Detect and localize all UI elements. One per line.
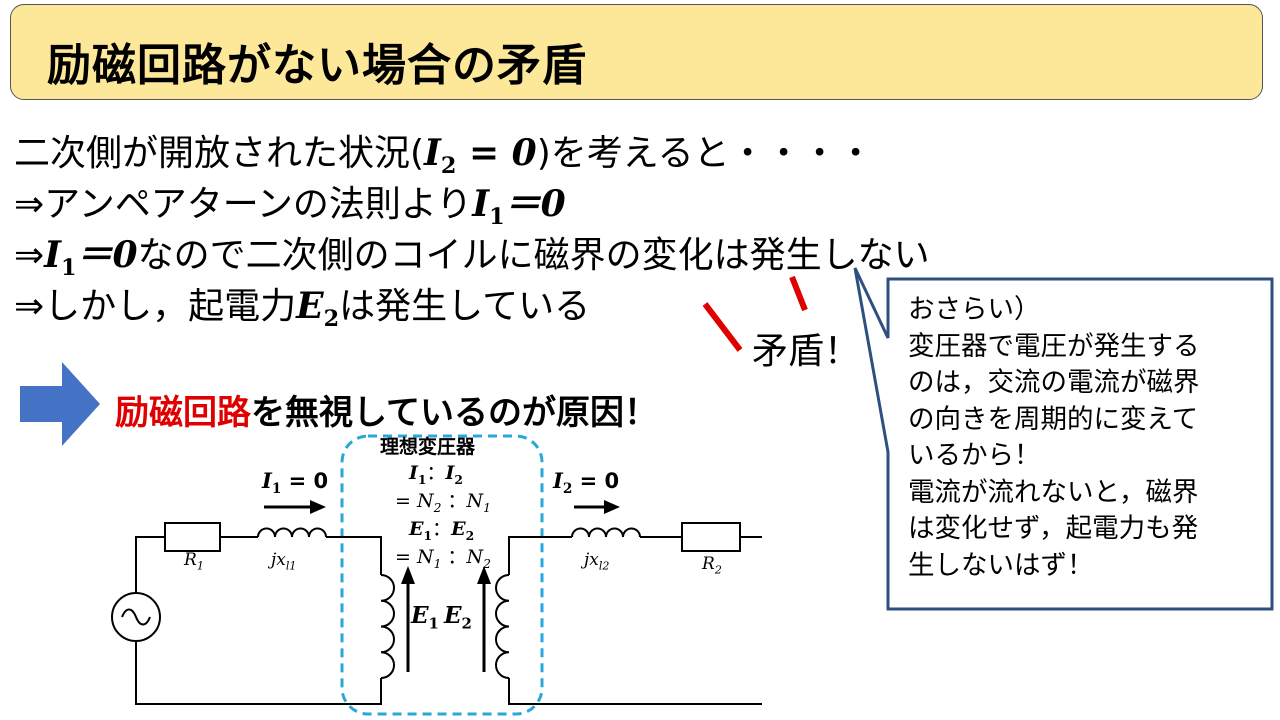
- contradiction-label: 矛盾！: [752, 331, 861, 372]
- line3-arrow: ⇒: [14, 235, 45, 276]
- line1-math: I2 = 0: [424, 132, 537, 180]
- text-line-3: ⇒I1＝0なので二次側のコイルに磁界の変化は発生しない: [14, 226, 930, 281]
- callout-line: 変圧器で電圧が発生する: [908, 330, 1200, 362]
- leakage-reactance-1-label: jxl1: [271, 550, 297, 573]
- line3-math: I1＝0: [44, 234, 138, 282]
- blue-arrow-icon: [20, 362, 100, 446]
- line1-pre: 二次側が開放された状況(: [14, 133, 425, 174]
- emf-arrowhead-e2: [477, 566, 491, 584]
- secondary-circuit: [508, 527, 762, 705]
- line3-post: なので二次側のコイルに磁界の変化は発生しない: [137, 235, 930, 276]
- ratio-current-label: I1：I2: [409, 462, 463, 487]
- secondary-coil: [495, 574, 510, 679]
- ratio-emf-turns: = N1 ：N2: [395, 546, 491, 571]
- resistor-r1: [164, 522, 221, 552]
- text-line-2: ⇒アンペアターンの法則よりI1＝0: [14, 175, 566, 230]
- current-arrowhead-i2: [604, 500, 620, 514]
- cause-rest: を無視しているのが原因！: [251, 393, 658, 433]
- line1-post: )を考えると・・・・: [536, 133, 874, 174]
- ratio-current-turns: = N2 ：N1: [395, 490, 491, 515]
- r1-label: R1: [184, 550, 204, 573]
- callout-line: は変化せず，起電力も発: [908, 513, 1199, 544]
- primary-coil: [380, 574, 395, 679]
- ideal-transformer-label: 理想変圧器: [380, 436, 476, 458]
- current-arrowhead-i1: [310, 500, 326, 514]
- current-i1-label: I1 = 0: [262, 468, 329, 498]
- text-line-4: ⇒しかし，起電力E2は発生している: [14, 277, 590, 332]
- line2-math: I1＝0: [472, 183, 566, 231]
- callout-line: のは，交流の電流が磁界: [908, 367, 1200, 398]
- emf-e1-label: E1: [411, 602, 439, 633]
- callout-line: いるから！: [908, 440, 1041, 471]
- title-banner: 励磁回路がない場合の矛盾: [10, 4, 1263, 100]
- emf-e2-label: E2: [444, 602, 472, 633]
- callout-text: おさらい） 変圧器で電圧が発生する のは，交流の電流が磁界 の向きを周期的に変え…: [908, 292, 1200, 584]
- sine-wave-icon: [121, 608, 151, 626]
- callout-bubble: [853, 267, 1274, 611]
- ideal-transformer-box: [340, 434, 544, 716]
- text-line-1: 二次側が開放された状況(I2 = 0)を考えると・・・・: [14, 124, 874, 179]
- cause-statement: 励磁回路を無視しているのが原因！: [115, 385, 658, 434]
- primary-circuit: [135, 527, 382, 705]
- leakage-reactance-2-label: jxl2: [584, 550, 610, 573]
- callout-line: おさらい）: [908, 294, 1041, 325]
- callout-line: 電流が流れないと，磁界: [908, 476, 1199, 508]
- red-emphasis-stroke-right: [789, 275, 808, 312]
- emf-arrowhead-e1: [401, 566, 415, 584]
- ratio-emf-label: E1：E2: [409, 518, 475, 543]
- line4-post: は発生している: [339, 286, 591, 327]
- callout-line: 生しないはず！: [908, 549, 1094, 581]
- cause-highlight: 励磁回路: [115, 393, 251, 433]
- r2-label: R2: [702, 554, 722, 577]
- line4-pre: ⇒しかし，起電力: [14, 286, 297, 327]
- line4-math: E2: [296, 285, 340, 333]
- page-title: 励磁回路がない場合の矛盾: [47, 40, 587, 91]
- line2-pre: ⇒アンペアターンの法則より: [14, 184, 473, 225]
- current-i2-label: I2 = 0: [553, 468, 620, 498]
- callout-line: の向きを周期的に変えて: [908, 403, 1199, 435]
- red-emphasis-stroke-left: [702, 302, 743, 352]
- resistor-r2: [681, 522, 741, 552]
